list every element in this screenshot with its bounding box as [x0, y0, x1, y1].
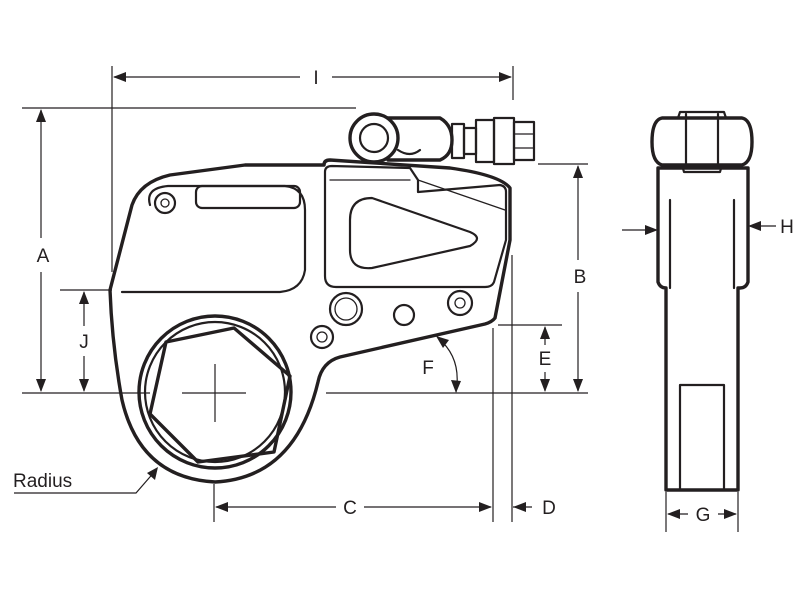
dim-j-arrow-top — [79, 291, 89, 304]
dim-e-arrow-bottom — [540, 379, 550, 392]
dim-a-arrow-top — [36, 109, 46, 122]
dim-h-arrow-left — [645, 225, 658, 235]
dim-a-arrow-bottom — [36, 379, 46, 392]
hex-insert — [148, 326, 292, 464]
front-cylinder-cap — [650, 116, 754, 167]
dim-c-arrow-left — [215, 502, 228, 512]
front-drive-window — [678, 383, 726, 492]
label-radius: Radius — [13, 471, 72, 492]
label-h: H — [780, 217, 794, 238]
label-d: D — [542, 498, 556, 519]
dim-g-arrow-right — [724, 509, 737, 519]
dimension-labels: I A J B E F C D G H Radius — [13, 68, 794, 526]
dim-b-arrow-bottom — [573, 379, 583, 392]
wrench-front-view — [650, 110, 754, 492]
reaction-hole-inner — [334, 297, 358, 321]
reaction-hole-large — [328, 291, 364, 327]
swivel-notch — [396, 148, 422, 156]
label-j: J — [79, 332, 89, 353]
coupling-body — [492, 116, 516, 166]
label-f: F — [422, 358, 434, 379]
hex-bolt-right-core — [454, 297, 466, 309]
dimension-lines — [14, 66, 776, 532]
ratchet-ring-outer — [137, 314, 293, 470]
coupling-nut — [474, 118, 496, 164]
coupling-collar-2 — [462, 126, 478, 156]
reaction-hole-small — [392, 303, 416, 327]
dim-b-arrow-top — [573, 165, 583, 178]
front-cap-top — [676, 110, 728, 120]
cylinder-block — [323, 164, 508, 289]
hex-bolt-left — [309, 324, 335, 350]
wrench-side-view — [108, 158, 512, 484]
label-a: A — [37, 246, 50, 267]
label-e: E — [539, 349, 552, 370]
label-b: B — [574, 267, 587, 288]
pivot-pin — [153, 191, 177, 215]
dim-j-arrow-bottom — [79, 379, 89, 392]
swivel-ring-outer — [348, 112, 400, 164]
swivel-ring-inner — [358, 122, 390, 154]
dim-h-arrow-right — [748, 221, 761, 231]
radius-leader-arrow — [147, 467, 158, 480]
hex-bolt-right — [446, 289, 474, 317]
dim-e-arrow-top — [540, 326, 550, 339]
nameplate-slot — [194, 184, 302, 210]
dim-d-arrow — [513, 502, 526, 512]
label-i: I — [313, 68, 318, 89]
dim-c-arrow-right — [479, 502, 492, 512]
coupling-cap — [512, 120, 536, 162]
cylinder-bevel-line — [417, 179, 506, 211]
hex-bolt-left-core — [316, 331, 328, 343]
label-g: G — [696, 505, 711, 526]
label-c: C — [343, 498, 357, 519]
front-body — [656, 166, 750, 492]
swivel-coupling — [348, 112, 536, 166]
link-arm — [120, 184, 307, 294]
wrench-body-outline — [108, 158, 512, 484]
dim-f-arrow-bottom — [451, 380, 461, 393]
pivot-pin-center — [160, 198, 170, 208]
radius-leader — [14, 469, 157, 494]
dim-i-arrow-left — [113, 72, 126, 82]
coupling-collar-1 — [450, 122, 466, 160]
dim-i-arrow-right — [499, 72, 512, 82]
dim-g-arrow-left — [667, 509, 680, 519]
cylinder-window — [348, 196, 479, 270]
dim-f-arrow-top — [436, 336, 449, 348]
